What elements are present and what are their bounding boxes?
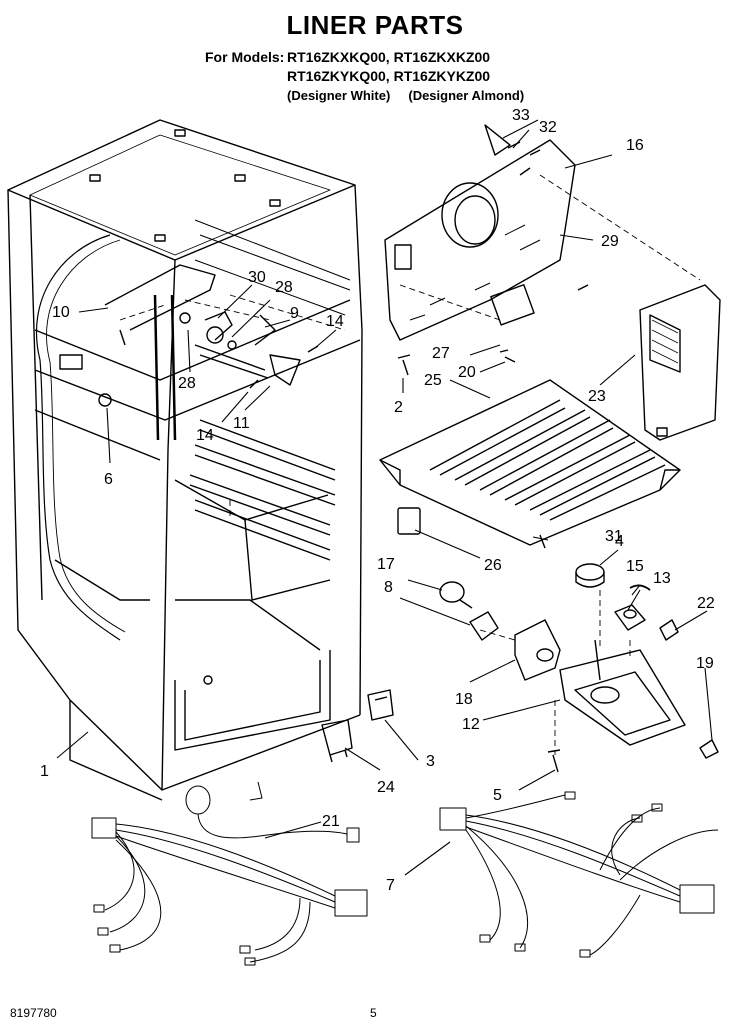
light-shield (514, 619, 561, 681)
callout-6: 6 (104, 471, 113, 488)
callout-11: 11 (233, 415, 250, 432)
connector-3 (367, 689, 394, 721)
callout-9: 9 (290, 305, 299, 322)
sensor-26 (397, 507, 421, 535)
evaporator-cover (384, 139, 576, 341)
callout-15: 15 (626, 558, 644, 575)
callout-7: 7 (386, 877, 395, 894)
light-socket (469, 611, 499, 641)
callout-21: 21 (322, 813, 340, 830)
callout-14b: 14 (196, 427, 214, 444)
models-label: For Models: (205, 49, 285, 65)
light-tray (559, 639, 686, 746)
callout-2: 2 (394, 399, 403, 416)
callout-27: 27 (432, 345, 450, 362)
callout-31: 31 (605, 528, 623, 545)
callout-16: 16 (626, 137, 644, 154)
callout-17: 17 (377, 556, 395, 573)
fan-motor-assembly (104, 264, 301, 386)
callout-18: 18 (455, 691, 473, 708)
wire-harness-7 (439, 791, 719, 958)
callout-20: 20 (458, 364, 476, 381)
callout-28a: 28 (275, 279, 293, 296)
clip (629, 584, 651, 591)
control-housing (639, 284, 721, 441)
callout-19: 19 (696, 655, 714, 672)
wire-connector-19 (699, 739, 719, 759)
callout-22: 22 (697, 595, 715, 612)
callout-30: 30 (248, 269, 266, 286)
page-number: 5 (370, 1006, 377, 1020)
callout-4: 4 (615, 533, 624, 550)
finish-almond: (Designer Almond) (408, 88, 525, 103)
callout-28b: 28 (178, 375, 196, 392)
callout-14a: 14 (326, 313, 344, 330)
relay-24 (321, 719, 353, 763)
finish-white: (Designer White) (287, 88, 391, 103)
callout-29: 29 (601, 233, 619, 250)
cap (659, 619, 679, 641)
alignment-lines (119, 174, 701, 755)
callout-25: 25 (424, 372, 442, 389)
callout-32: 32 (539, 119, 557, 136)
callout-33: 33 (512, 107, 530, 124)
callout-10: 10 (52, 304, 70, 321)
callout-8: 8 (384, 579, 393, 596)
page-title: LINER PARTS (286, 10, 464, 40)
callout-13: 13 (653, 570, 671, 587)
leader-lines (56, 119, 713, 876)
model-line-2: RT16ZKYKQ00, RT16ZKYKZ00 (287, 68, 491, 84)
callout-23: 23 (588, 388, 606, 405)
wire-harness-21 (91, 781, 368, 966)
control-knob (575, 563, 605, 588)
light-switch (614, 604, 646, 631)
model-line-1: RT16ZKXKQ00, RT16ZKXKZ00 (287, 49, 491, 65)
model-list: For Models:RT16ZKXKQ00, RT16ZKXKZ00 RT16… (205, 48, 524, 105)
light-bulb (439, 581, 473, 609)
callout-26: 26 (484, 557, 502, 574)
callout-3: 3 (426, 753, 435, 770)
refrigerator-liner (7, 119, 363, 801)
callout-24: 24 (377, 779, 395, 796)
callout-12: 12 (462, 716, 480, 733)
callout-1: 1 (40, 763, 49, 780)
document-number: 8197780 (10, 1006, 57, 1020)
callout-5: 5 (493, 787, 502, 804)
shelf-assembly (379, 379, 681, 546)
